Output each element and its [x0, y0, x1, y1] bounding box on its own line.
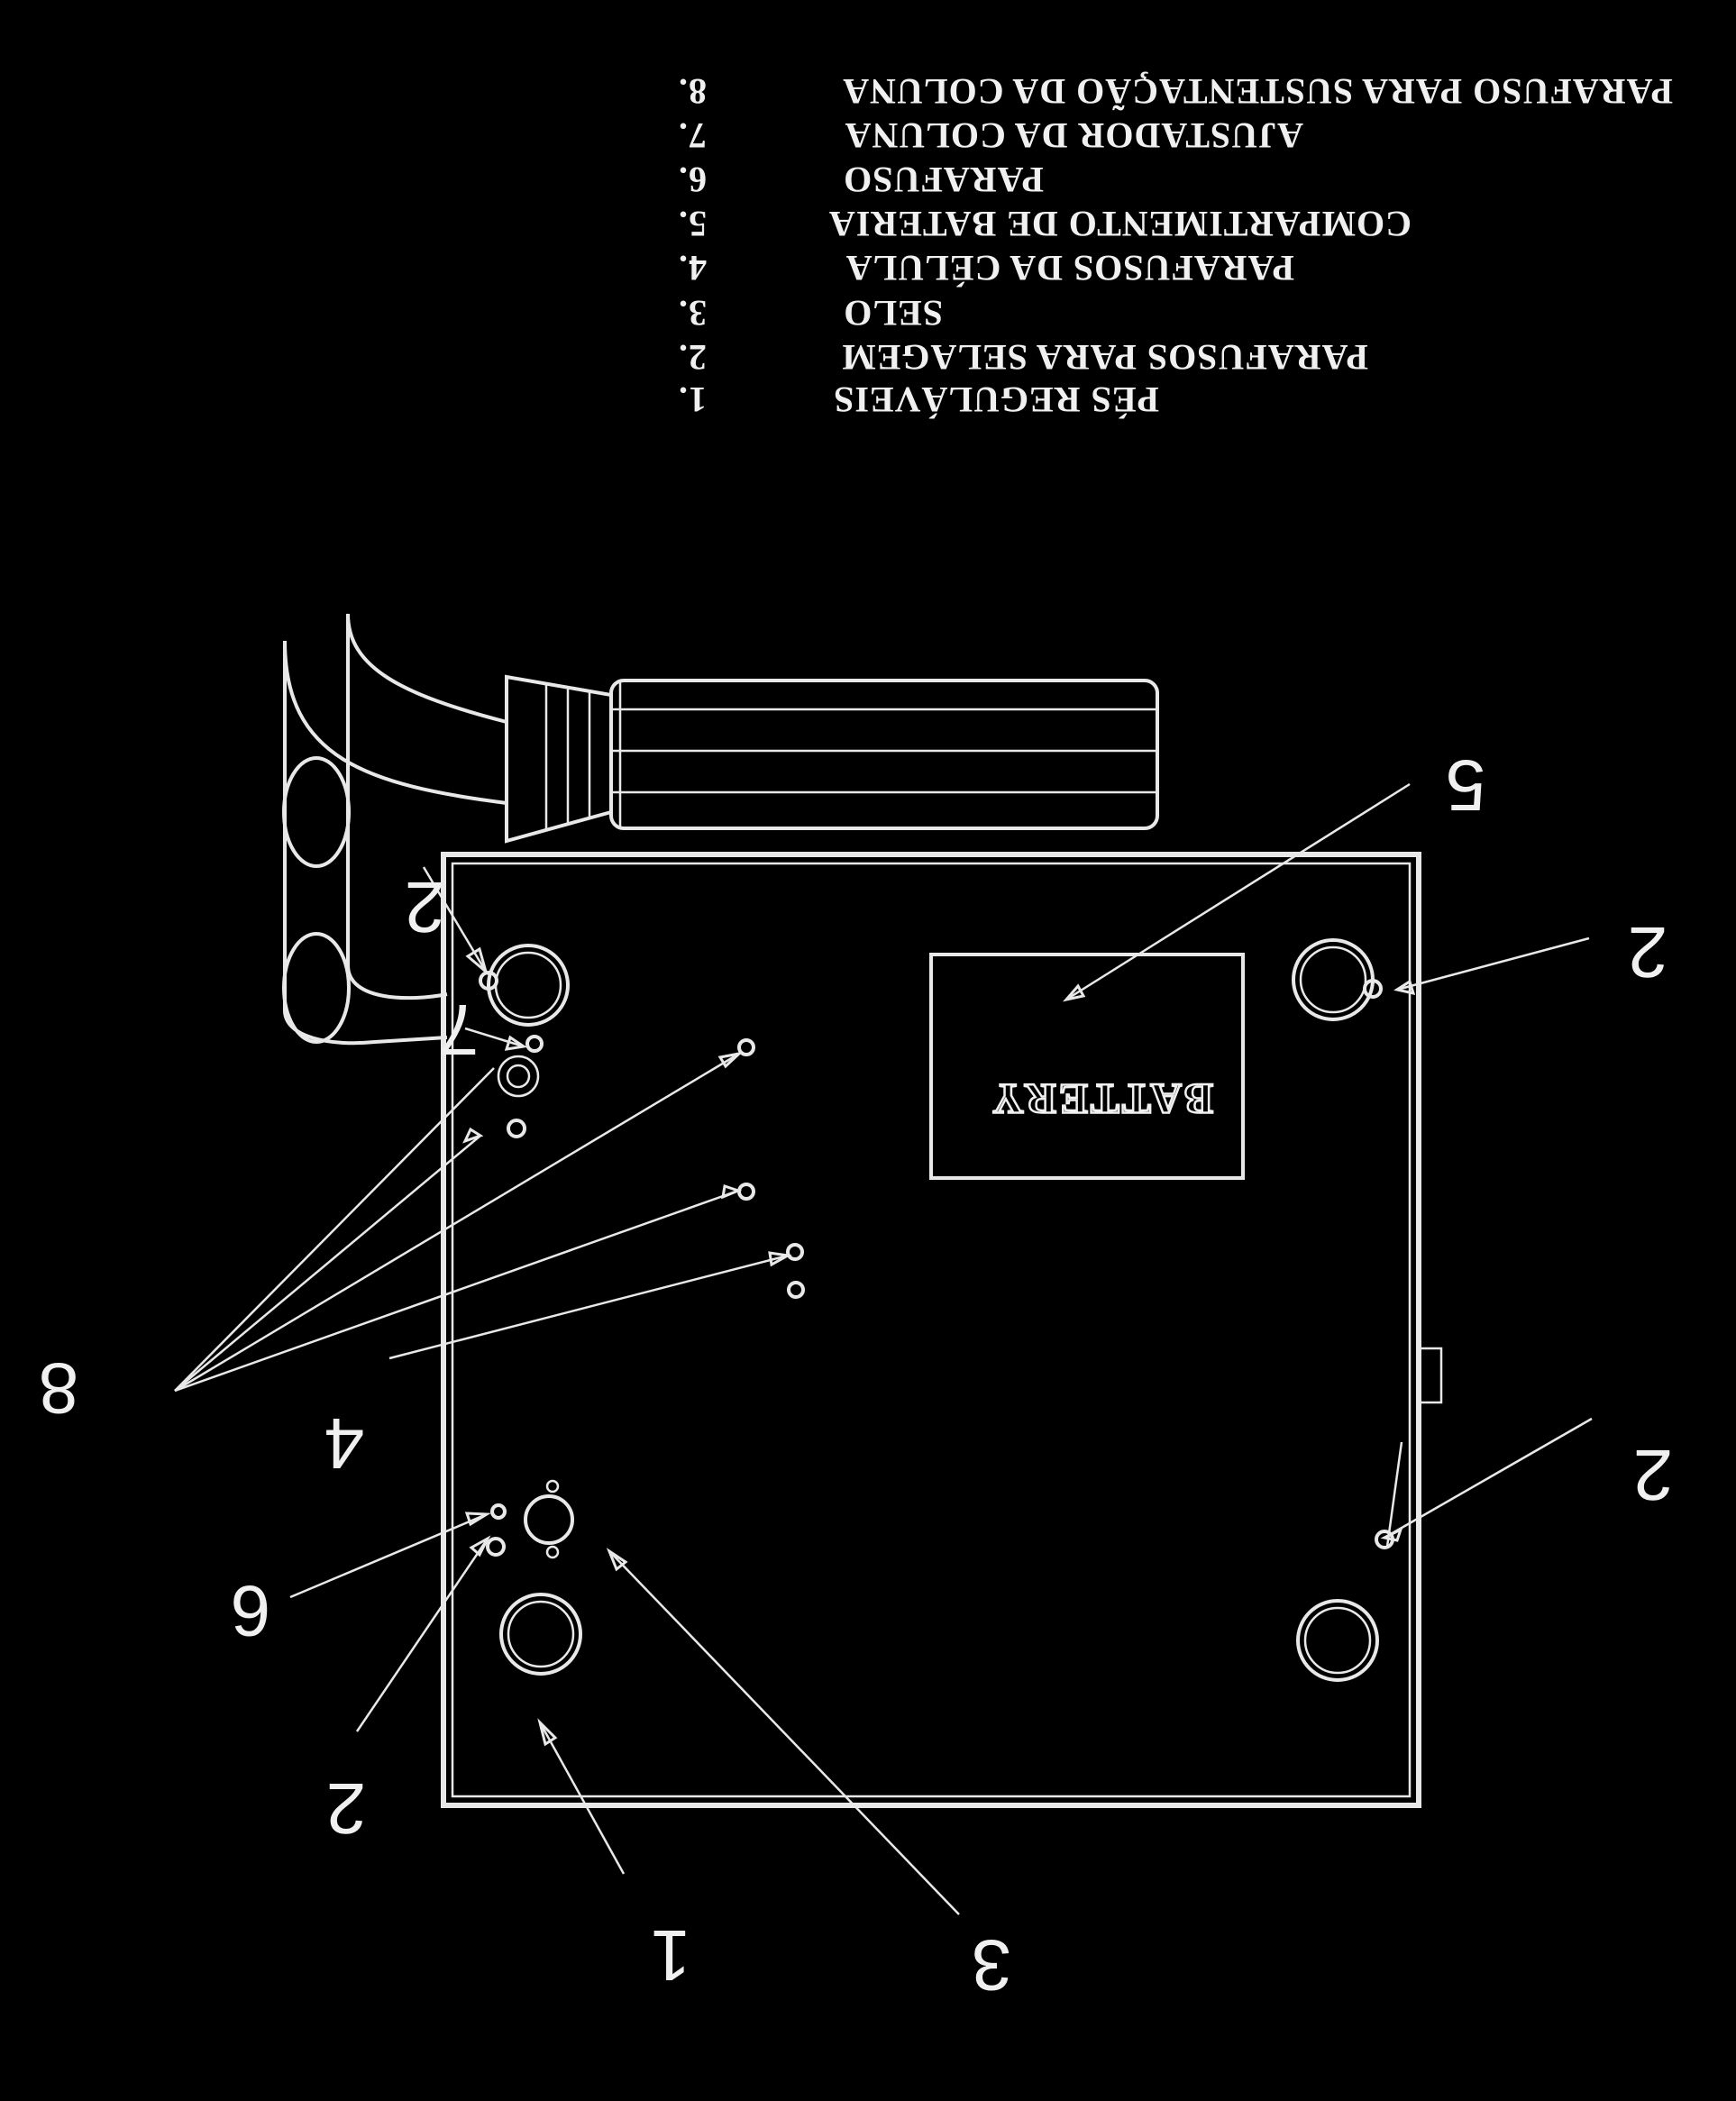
leader-2a — [422, 866, 488, 973]
arrow-2a — [465, 946, 489, 976]
foot-top-right-inner — [494, 951, 562, 1019]
column-support-screw-upper — [507, 1119, 526, 1138]
legend-num-6: 6. — [678, 160, 707, 200]
callout-2c: 2 — [1633, 1435, 1674, 1515]
foot-top-right — [487, 944, 570, 1027]
leader-7 — [464, 1027, 525, 1048]
legend-num-3: 3. — [678, 293, 707, 333]
cell-screw-1 — [737, 1038, 755, 1056]
cell-screw-3 — [786, 1243, 804, 1261]
foot-top-left-inner — [1299, 945, 1367, 1014]
cell-screw-4 — [787, 1281, 805, 1299]
callout-3: 3 — [972, 1925, 1012, 2005]
housing-outline — [441, 852, 1421, 1808]
leader-8b — [174, 1135, 481, 1392]
column-adjuster-core — [506, 1064, 531, 1089]
legend-label-7: AJUSTADOR DA COLUNA — [845, 115, 1303, 156]
legend-label-1: PÉS REGULÁVEIS — [833, 379, 1159, 420]
arrow-6 — [464, 1512, 491, 1527]
cable-bend-upper — [282, 756, 351, 868]
arrow-2d — [1393, 979, 1416, 996]
arrow-8c — [717, 1051, 744, 1069]
legend: 1. PÉS REGULÁVEIS 2. PARAFUSOS PARA SELA… — [678, 71, 1673, 420]
column-cable-inner — [346, 613, 507, 1000]
arrow-3 — [606, 1548, 628, 1572]
leader-5 — [1065, 782, 1411, 1001]
seal-screw-bottom-left — [486, 1537, 506, 1557]
arrow-8b — [462, 1127, 484, 1144]
callout-4: 4 — [324, 1403, 365, 1484]
screws — [479, 971, 1394, 1559]
leader-lines — [174, 782, 1593, 1915]
column-adjuster-ring — [497, 1055, 540, 1098]
legend-num-5: 5. — [678, 204, 707, 244]
leader-2d — [1396, 936, 1590, 991]
cable-bend-lower — [282, 932, 351, 1044]
battery-compartment: BATTERY — [929, 953, 1245, 1180]
arrow-2b — [469, 1535, 491, 1557]
callout-7: 7 — [439, 990, 480, 1070]
callouts: 2 7 8 4 6 2 1 3 2 2 5 — [39, 745, 1674, 2005]
device-housing — [441, 852, 1421, 1808]
column-cable-outer — [283, 640, 507, 1046]
legend-label-3: SELO — [843, 293, 943, 333]
adjustable-feet — [487, 938, 1379, 1682]
foot-bottom-right — [499, 1593, 582, 1676]
battery-label: BATTERY — [990, 1074, 1213, 1122]
leader-3 — [608, 1550, 960, 1915]
legend-label-5: COMPARTIMENTO DE BATERIA — [828, 204, 1412, 244]
battery-box — [929, 953, 1245, 1180]
arrow-4 — [768, 1251, 792, 1267]
screw-6 — [490, 1503, 507, 1520]
leader-8a — [174, 1067, 495, 1392]
side-tab — [1417, 1347, 1443, 1404]
leader-2b — [355, 1538, 489, 1732]
legend-num-4: 4. — [678, 248, 707, 288]
callout-1: 1 — [651, 1915, 691, 1996]
seal-circle — [524, 1494, 574, 1545]
callout-2a: 2 — [405, 867, 445, 947]
column-body — [609, 679, 1159, 830]
arrow-5 — [1062, 983, 1086, 1002]
column-adjust-screw — [525, 1035, 544, 1053]
arrow-1 — [537, 1718, 558, 1747]
legend-num-1: 1. — [678, 379, 707, 420]
arrow-7 — [504, 1035, 528, 1051]
leader-8d — [174, 1189, 739, 1393]
cell-screw-2 — [737, 1183, 755, 1201]
leader-4 — [388, 1254, 789, 1360]
leader-6 — [289, 1512, 488, 1599]
legend-label-8: PARAFUSO PARA SUSTENTAÇÃO DA COLUNA — [842, 71, 1673, 112]
foot-top-left — [1292, 938, 1375, 1021]
legend-label-2: PARAFUSOS PARA SELAGEM — [841, 337, 1368, 378]
legend-num-2: 2. — [678, 337, 707, 378]
leader-1 — [538, 1722, 626, 1875]
callout-2d: 2 — [1628, 912, 1668, 992]
column-connector — [505, 674, 613, 844]
foot-bottom-left-inner — [1303, 1606, 1372, 1675]
callout-8: 8 — [39, 1348, 79, 1429]
callout-5: 5 — [1446, 745, 1486, 826]
seal-dot-top — [545, 1479, 560, 1494]
callout-2b: 2 — [326, 1768, 367, 1849]
arrow-2c — [1380, 1527, 1403, 1542]
leader-8c — [174, 1052, 740, 1393]
foot-bottom-right-inner — [507, 1600, 575, 1668]
seal-screw-top-left — [479, 971, 498, 991]
leader-2c — [1384, 1417, 1593, 1539]
legend-label-6: PARAFUSO — [843, 160, 1044, 200]
column-assembly — [282, 613, 1159, 1046]
leader-2c-guide — [1385, 1441, 1403, 1548]
callout-6: 6 — [231, 1571, 271, 1651]
housing-inner-outline — [451, 862, 1412, 1798]
legend-num-7: 7. — [678, 115, 707, 156]
seal-dot-bottom — [545, 1545, 560, 1559]
arrow-8d — [721, 1184, 743, 1200]
seal-screw-top-right — [1363, 979, 1383, 999]
legend-num-8: 8. — [678, 71, 707, 112]
foot-bottom-left — [1296, 1599, 1379, 1682]
legend-label-4: PARAFUSOS DA CÉLULA — [845, 248, 1294, 288]
